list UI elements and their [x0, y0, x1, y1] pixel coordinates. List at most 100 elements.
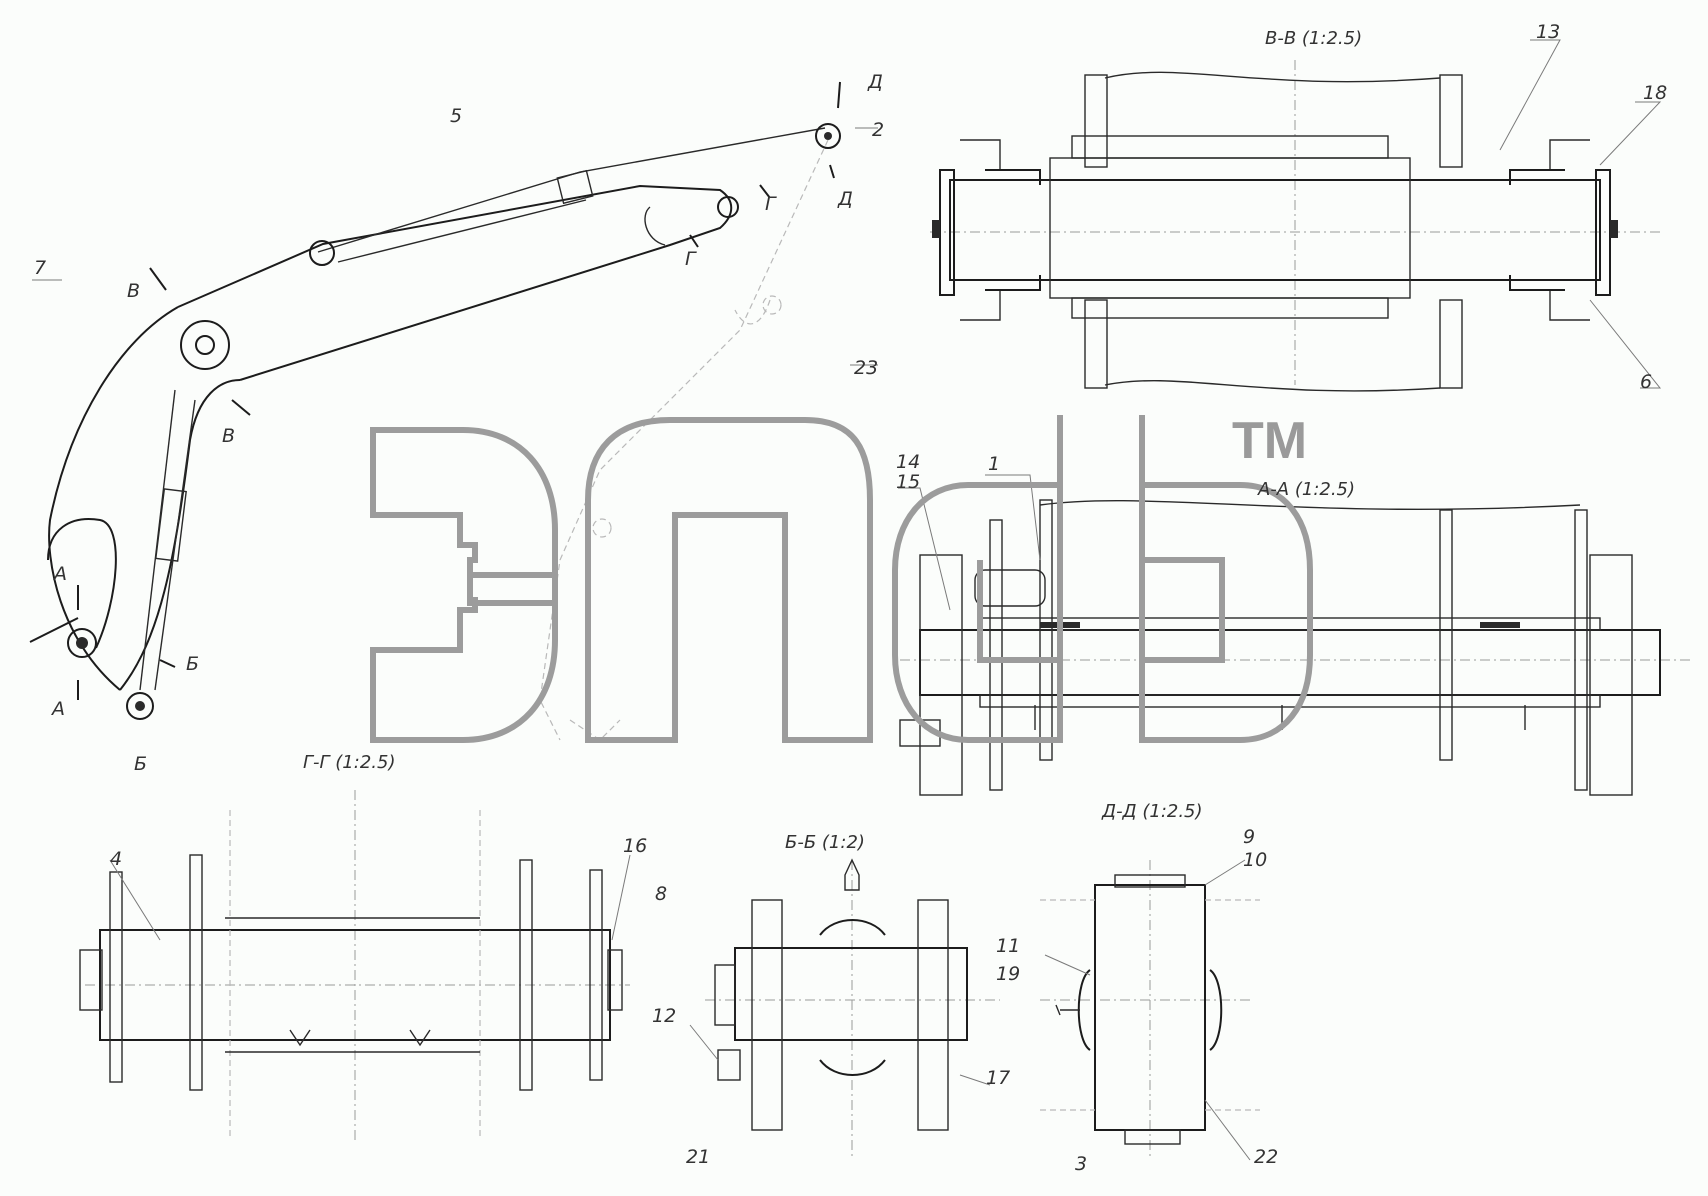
boom-head-cutout [644, 206, 666, 246]
callout-13: 13 [1536, 21, 1560, 43]
callout-15: 15 [896, 471, 920, 493]
boom-arm [177, 184, 733, 381]
cut-mark-a-top: А [52, 563, 67, 585]
lower-cylinder-body [155, 488, 187, 562]
cut-mark-d-lower: Д [837, 188, 853, 210]
boom-outer-contour [48, 306, 179, 691]
callout-4: 4 [110, 848, 122, 870]
vv-hub-collar-top [1071, 135, 1389, 159]
gg-flange-right-2 [589, 869, 603, 1081]
vv-nut-left [932, 220, 940, 238]
cut-line-gg [689, 184, 771, 248]
bb-grease-fitting [844, 858, 860, 891]
aa-web-left-2 [1039, 499, 1053, 761]
logo-letter-d [892, 415, 1063, 743]
leader-22 [1204, 1099, 1251, 1161]
bb-plate-right [917, 899, 949, 1131]
cut-mark-g-upper: Г [765, 193, 777, 215]
lower-cylinder-rod-2 [154, 399, 196, 691]
callout-1: 1 [988, 453, 1000, 475]
leader-18 [1599, 101, 1662, 166]
pivot-boss-main [180, 320, 230, 370]
vv-shaft [949, 179, 1601, 281]
gg-cap-left [79, 949, 103, 1011]
aa-plate-right [1589, 554, 1633, 796]
callout-12: 12 [652, 1005, 676, 1027]
vv-bearing-right-frame [1549, 139, 1590, 321]
upper-cylinder-rod [317, 127, 826, 253]
callout-8: 8 [655, 883, 667, 905]
callout-10: 10 [1243, 849, 1267, 871]
aa-web-left-1 [989, 519, 1003, 791]
callout-17: 17 [986, 1067, 1010, 1089]
cut-mark-b-right: Б [186, 653, 199, 675]
aa-lug-left [974, 569, 1046, 607]
callout-21: 21 [686, 1146, 710, 1168]
callout-18: 18 [1643, 82, 1667, 104]
pivot-pin-foot [76, 637, 88, 649]
callout-3: 3 [1075, 1153, 1087, 1175]
vv-break-bottom [1104, 379, 1441, 392]
leader-11-19 [1044, 954, 1091, 976]
section-aa-view [898, 474, 1690, 796]
cut-line-vv-upper [149, 267, 167, 291]
section-bb-view [689, 858, 1000, 1160]
logo-letter-e-bar [467, 572, 558, 606]
callout-14: 14 [896, 451, 920, 473]
upper-cylinder-body [337, 199, 587, 263]
bb-cap-left [714, 964, 736, 1026]
callout-11: 11 [996, 935, 1020, 957]
boom-foot-tip [29, 617, 79, 643]
cut-mark-v-upper: В [127, 280, 140, 302]
logo-letter-e [370, 427, 558, 743]
leader-6 [1589, 299, 1662, 389]
pivot-pin-main [195, 335, 215, 355]
pivot-boss-lower [126, 692, 154, 720]
vv-web-right-top [1439, 74, 1463, 168]
gg-phantom-webs [229, 810, 481, 1140]
phantom-eye-2 [592, 518, 612, 538]
gg-flange-right-1 [519, 859, 533, 1091]
title-section-aa: А-А (1:2.5) [1257, 479, 1355, 500]
leader-1 [985, 474, 1041, 561]
pivot-boss-foot [67, 628, 97, 658]
dd-top-cap [1114, 874, 1186, 888]
boom-tip-pin [824, 132, 832, 140]
vv-bearing-left-frame [960, 139, 1001, 321]
upper-cylinder-eye [309, 240, 335, 266]
dd-grease-fitting [1055, 1004, 1080, 1016]
aa-bushing-bottom [979, 694, 1601, 708]
leader-9-10 [1204, 859, 1246, 886]
cut-mark-g-lower: Г [685, 248, 697, 270]
vv-seal-left [985, 169, 1041, 291]
logo-tm: TM [1232, 412, 1307, 470]
gg-collars [225, 917, 480, 1053]
leader-17 [959, 1074, 991, 1086]
logo-letter-b [1139, 415, 1313, 743]
callout-19: 19 [996, 963, 1020, 985]
pivot-pin-lower [135, 701, 145, 711]
watermark-logo: TM [370, 412, 1313, 743]
cut-mark-a-bottom: А [50, 698, 65, 720]
logo-letter-p [585, 417, 873, 743]
cut-line-dd [829, 81, 841, 179]
vv-web-left-top [1084, 74, 1108, 168]
section-dd-view [1040, 859, 1260, 1161]
callout-7: 7 [34, 257, 46, 279]
bb-nut [717, 1049, 741, 1081]
boom-tip-eye [815, 123, 841, 149]
callout-9: 9 [1243, 826, 1255, 848]
title-section-bb: Б-Б (1:2) [785, 832, 865, 853]
phantom-eye [762, 295, 782, 315]
phantom-bucket-path [539, 139, 829, 741]
section-gg-view [79, 790, 631, 1140]
vv-break-top [1104, 71, 1441, 83]
cut-line-bb [159, 659, 176, 668]
aa-web-right-2 [1574, 509, 1588, 791]
vv-hub-collar-bottom [1071, 297, 1389, 319]
gg-shaft [99, 929, 611, 1041]
vv-nut-right [1610, 220, 1618, 238]
cut-line-vv-lower [231, 399, 251, 416]
dd-bottom-pin [1124, 1129, 1181, 1145]
cut-mark-d-upper: Д [867, 71, 883, 93]
